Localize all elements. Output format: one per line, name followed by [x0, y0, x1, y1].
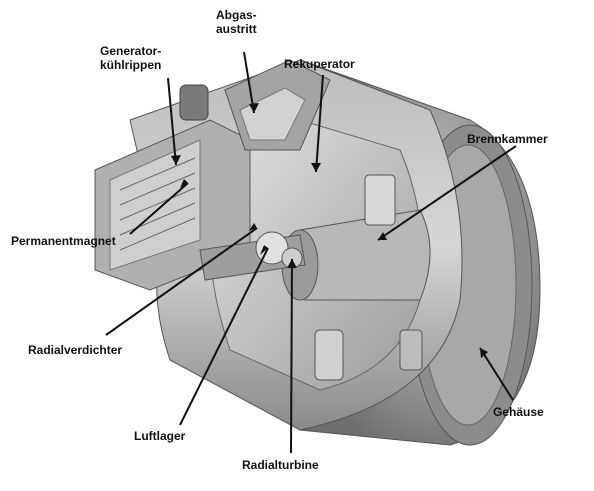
label-gehaeuse: Gehäuse [493, 405, 544, 419]
label-luftlager: Luftlager [134, 429, 185, 443]
label-generatorkuehlrippen: Generator- kühlrippen [100, 44, 161, 72]
label-generator-line1: Generator- [100, 44, 161, 58]
label-radialverdichter: Radialverdichter [28, 343, 122, 357]
label-generator-line2: kühlrippen [100, 58, 161, 72]
label-abgasaustritt-line2: austritt [216, 22, 257, 36]
label-permanentmagnet: Permanentmagnet [11, 234, 116, 248]
label-abgasaustritt: Abgas- austritt [216, 8, 257, 36]
label-radialturbine: Radialturbine [242, 458, 319, 472]
label-brennkammer: Brennkammer [467, 132, 548, 146]
label-rekuperator: Rekuperator [284, 57, 355, 71]
leader-radialturbine [291, 259, 292, 453]
label-abgasaustritt-line1: Abgas- [216, 8, 257, 22]
